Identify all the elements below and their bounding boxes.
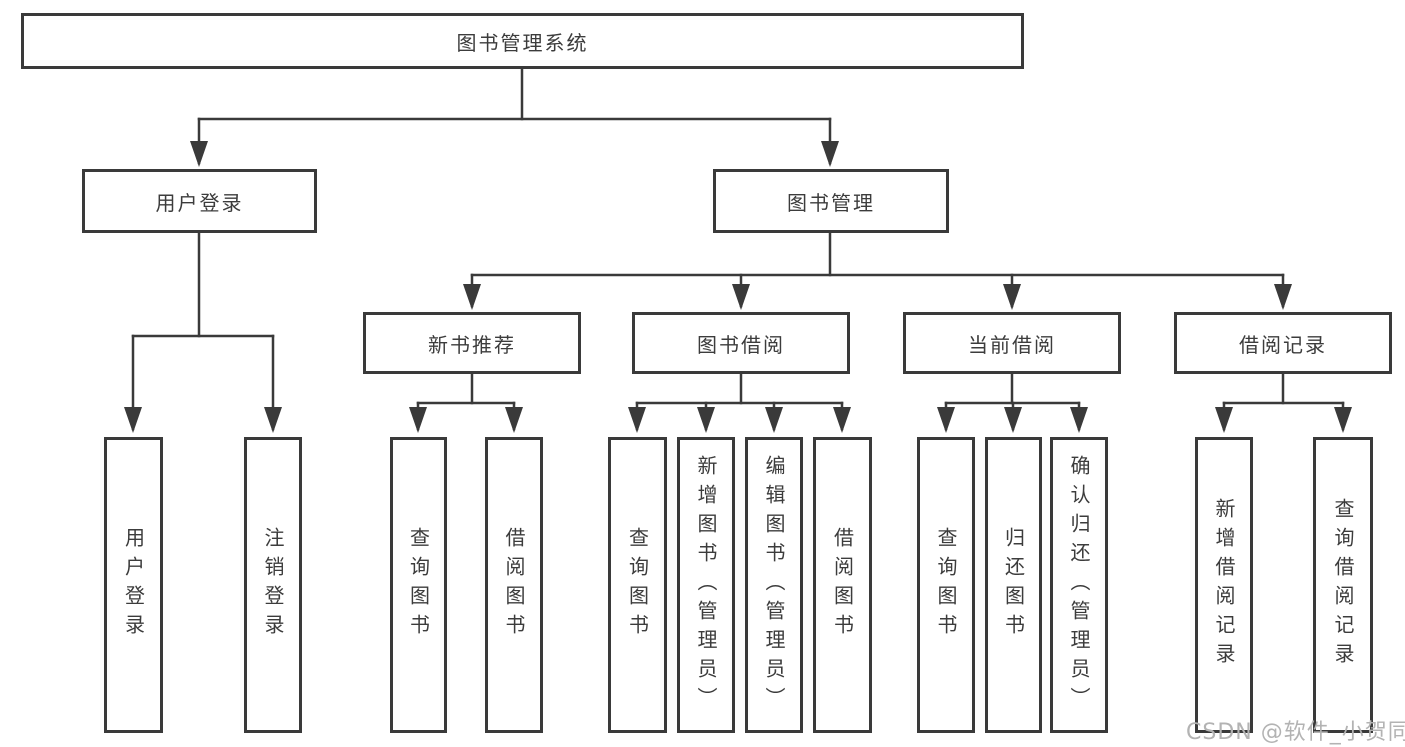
leaf-logout-label: 注销登录 xyxy=(261,527,285,643)
node-book-borrowing-label: 图书借阅 xyxy=(697,332,785,357)
leaf-query-borrow-record-label: 查询借阅记录 xyxy=(1331,498,1355,672)
leaf-add-borrow-record-label: 新增借阅记录 xyxy=(1212,498,1236,672)
leaf-add-books-admin-label: 新增图书（管理员） xyxy=(694,454,718,716)
node-user-login: 用户登录 xyxy=(82,169,317,233)
connector-borrowing-records xyxy=(1215,372,1352,433)
leaf-query-borrow-record: 查询借阅记录 xyxy=(1313,437,1373,733)
connector-root xyxy=(190,67,839,167)
leaf-borrowing-query-books: 查询图书 xyxy=(608,437,667,733)
leaf-user-login-label: 用户登录 xyxy=(121,527,146,643)
leaf-return-books: 归还图书 xyxy=(985,437,1042,733)
node-new-book-recommend: 新书推荐 xyxy=(363,312,581,374)
leaf-recommend-borrow-books-label: 借阅图书 xyxy=(502,527,526,643)
leaf-add-books-admin: 新增图书（管理员） xyxy=(677,437,735,733)
leaf-user-login: 用户登录 xyxy=(104,437,163,733)
node-current-borrowing-label: 当前借阅 xyxy=(968,332,1056,357)
leaf-borrowing-borrow-books-label: 借阅图书 xyxy=(830,527,855,643)
leaf-add-borrow-record: 新增借阅记录 xyxy=(1195,437,1253,733)
leaf-recommend-borrow-books: 借阅图书 xyxy=(485,437,543,733)
connector-new-book-recommend xyxy=(409,372,523,433)
leaf-current-query-books: 查询图书 xyxy=(917,437,975,733)
leaf-borrowing-query-books-label: 查询图书 xyxy=(625,527,650,643)
csdn-watermark: CSDN @软件_小贺同学 xyxy=(1186,720,1405,745)
node-current-borrowing: 当前借阅 xyxy=(903,312,1121,374)
leaf-recommend-query-books: 查询图书 xyxy=(390,437,447,733)
node-borrowing-records-label: 借阅记录 xyxy=(1239,332,1327,357)
leaf-recommend-query-books-label: 查询图书 xyxy=(406,527,431,643)
leaf-edit-books-admin: 编辑图书（管理员） xyxy=(745,437,803,733)
leaf-current-query-books-label: 查询图书 xyxy=(934,527,958,643)
connector-book-management xyxy=(463,231,1292,310)
leaf-confirm-return-admin: 确认归还（管理员） xyxy=(1050,437,1108,733)
node-user-login-label: 用户登录 xyxy=(155,190,244,215)
leaf-return-books-label: 归还图书 xyxy=(1001,527,1026,643)
node-book-management-label: 图书管理 xyxy=(787,190,875,215)
node-book-borrowing: 图书借阅 xyxy=(632,312,850,374)
leaf-borrowing-borrow-books: 借阅图书 xyxy=(813,437,872,733)
node-borrowing-records: 借阅记录 xyxy=(1174,312,1392,374)
connector-book-borrowing xyxy=(628,372,851,433)
connector-current-borrowing xyxy=(937,372,1088,433)
node-root: 图书管理系统 xyxy=(21,13,1024,69)
leaf-logout: 注销登录 xyxy=(244,437,302,733)
node-root-label: 图书管理系统 xyxy=(456,30,589,55)
node-book-management: 图书管理 xyxy=(713,169,949,233)
connector-user-login xyxy=(124,231,282,433)
leaf-confirm-return-admin-label: 确认归还（管理员） xyxy=(1067,454,1091,716)
leaf-edit-books-admin-label: 编辑图书（管理员） xyxy=(762,454,786,716)
node-new-book-recommend-label: 新书推荐 xyxy=(428,332,516,357)
